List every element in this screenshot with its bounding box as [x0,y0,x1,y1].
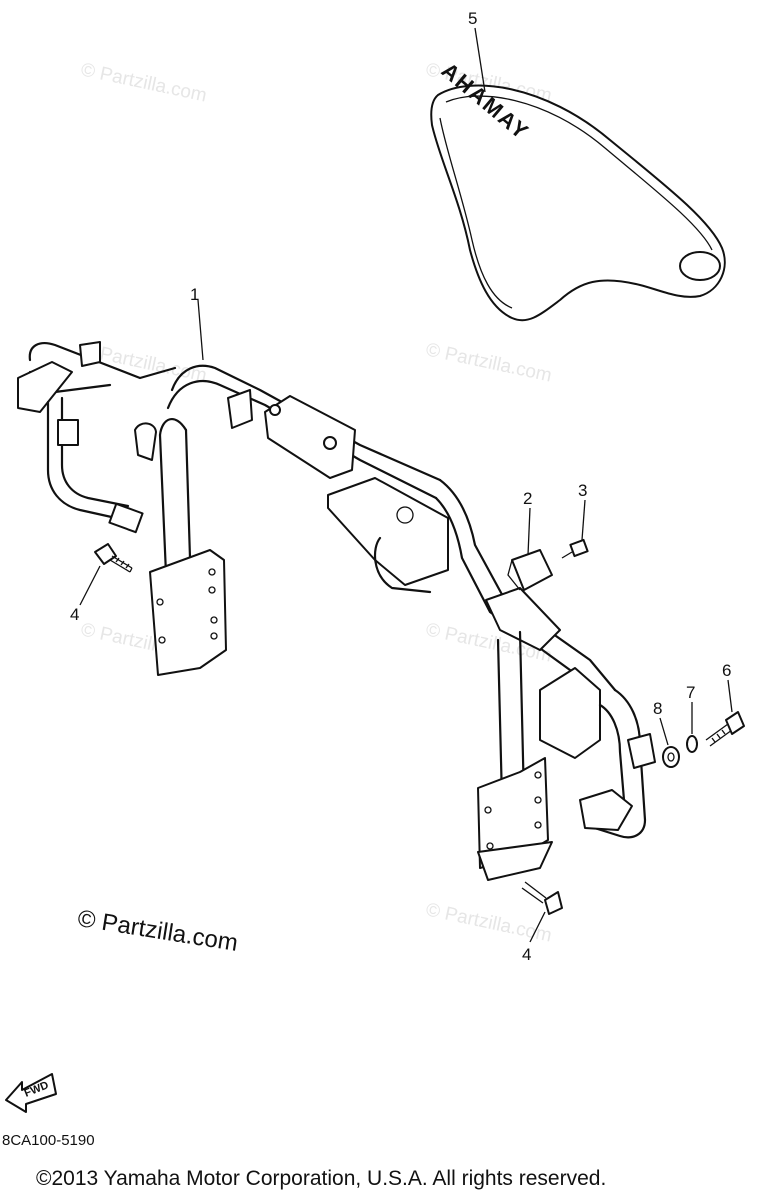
small-bolt [561,538,589,559]
fwd-arrow-icon: FWD [5,1073,57,1113]
callout-label: 8 [653,699,662,718]
callout-labels: 5 1 2 3 4 8 7 6 4 [70,9,731,964]
clip-part [507,549,553,591]
leader-lines [79,27,733,943]
callout-label: 3 [578,481,587,500]
watermark: © Partzilla.com [79,59,209,106]
frame-assembly [17,341,656,881]
side-bolt [705,711,745,747]
bolt-upper [94,543,133,573]
washer [662,746,680,768]
callout-label: 4 [70,605,79,624]
seat-pad: YAMAHA [430,56,726,322]
callout-label: 4 [522,945,531,964]
copyright-notice: ©2013 Yamaha Motor Corporation, U.S.A. A… [36,1167,607,1190]
callout-label: 1 [190,285,199,304]
lock-washer [686,735,698,753]
callout-label: 2 [523,489,532,508]
watermark: © Partzilla.com [424,899,554,946]
callout-label: 6 [722,661,731,680]
diagram-code: 8CA100-5190 [2,1132,95,1149]
callout-label: 7 [686,683,695,702]
watermark: © Partzilla.com [424,339,554,386]
callout-label: 5 [468,9,477,28]
bolt-lower [521,881,563,915]
